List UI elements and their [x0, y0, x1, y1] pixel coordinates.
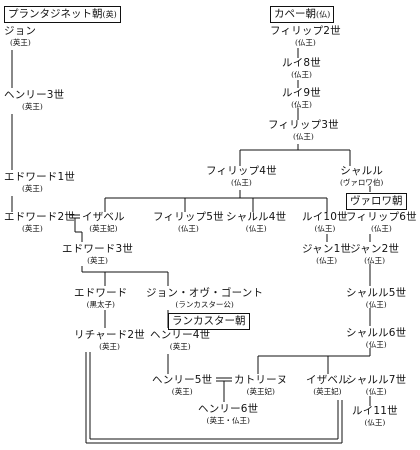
person-louis11: ルイ11世 (仏王) — [352, 405, 398, 427]
person-edward2: エドワード2世 (英王) — [4, 211, 76, 233]
person-philippe2: フィリップ2世 (仏王) — [270, 25, 341, 47]
person-charles6: シャルル6世 (仏王) — [346, 327, 407, 349]
person-henry3: ヘンリー3世 (英王) — [4, 89, 65, 111]
person-john-of-gaunt: ジョン・オヴ・ゴーント (ランカスター公) — [146, 287, 264, 309]
person-edward3: エドワード3世 (英王) — [62, 243, 134, 265]
person-henry6: ヘンリー6世 (英王・仏王) — [198, 403, 259, 425]
person-philippe3: フィリップ3世 (仏王) — [268, 119, 339, 141]
person-isabelle-2: イザベル (英王妃) — [306, 374, 349, 396]
person-louis10: ルイ10世 (仏王) — [302, 211, 348, 233]
person-henry5: ヘンリー5世 (英王) — [152, 374, 213, 396]
dynasty-valois: ヴァロワ朝 — [346, 193, 407, 210]
person-charles5: シャルル5世 (仏王) — [346, 287, 407, 309]
person-philippe4: フィリップ4世 (仏王) — [206, 165, 277, 187]
person-jean2: ジャン2世 (仏王) — [350, 243, 400, 265]
person-edward1: エドワード1世 (英王) — [4, 171, 76, 193]
person-catherine: カトリーヌ (英王妃) — [234, 374, 288, 396]
dynasty-lancaster: ランカスター朝 — [168, 313, 250, 330]
person-richard2: リチャード2世 (英王) — [74, 329, 145, 351]
person-charles4: シャルル4世 (仏王) — [226, 211, 287, 233]
person-charles-valois: シャルル (ヴァロワ伯) — [340, 165, 384, 187]
person-philippe6: フィリップ6世 (仏王) — [346, 211, 417, 233]
dynasty-plantagenet: プランタジネット朝(英) — [4, 6, 121, 23]
person-louis8: ルイ8世 (仏王) — [282, 57, 321, 79]
person-black-prince: エドワード (黒太子) — [74, 287, 128, 309]
person-jean1: ジャン1世 (仏王) — [302, 243, 352, 265]
person-john: ジョン (英王) — [4, 25, 37, 47]
person-charles7: シャルル7世 (仏王) — [346, 374, 407, 396]
person-isabelle-1: イザベル (英王妃) — [82, 211, 125, 233]
person-philippe5: フィリップ5世 (仏王) — [153, 211, 224, 233]
person-henry4: ヘンリー4世 (英王) — [150, 329, 211, 351]
person-louis9: ルイ9世 (仏王) — [282, 87, 321, 109]
dynasty-capet: カペー朝(仏) — [270, 6, 335, 23]
